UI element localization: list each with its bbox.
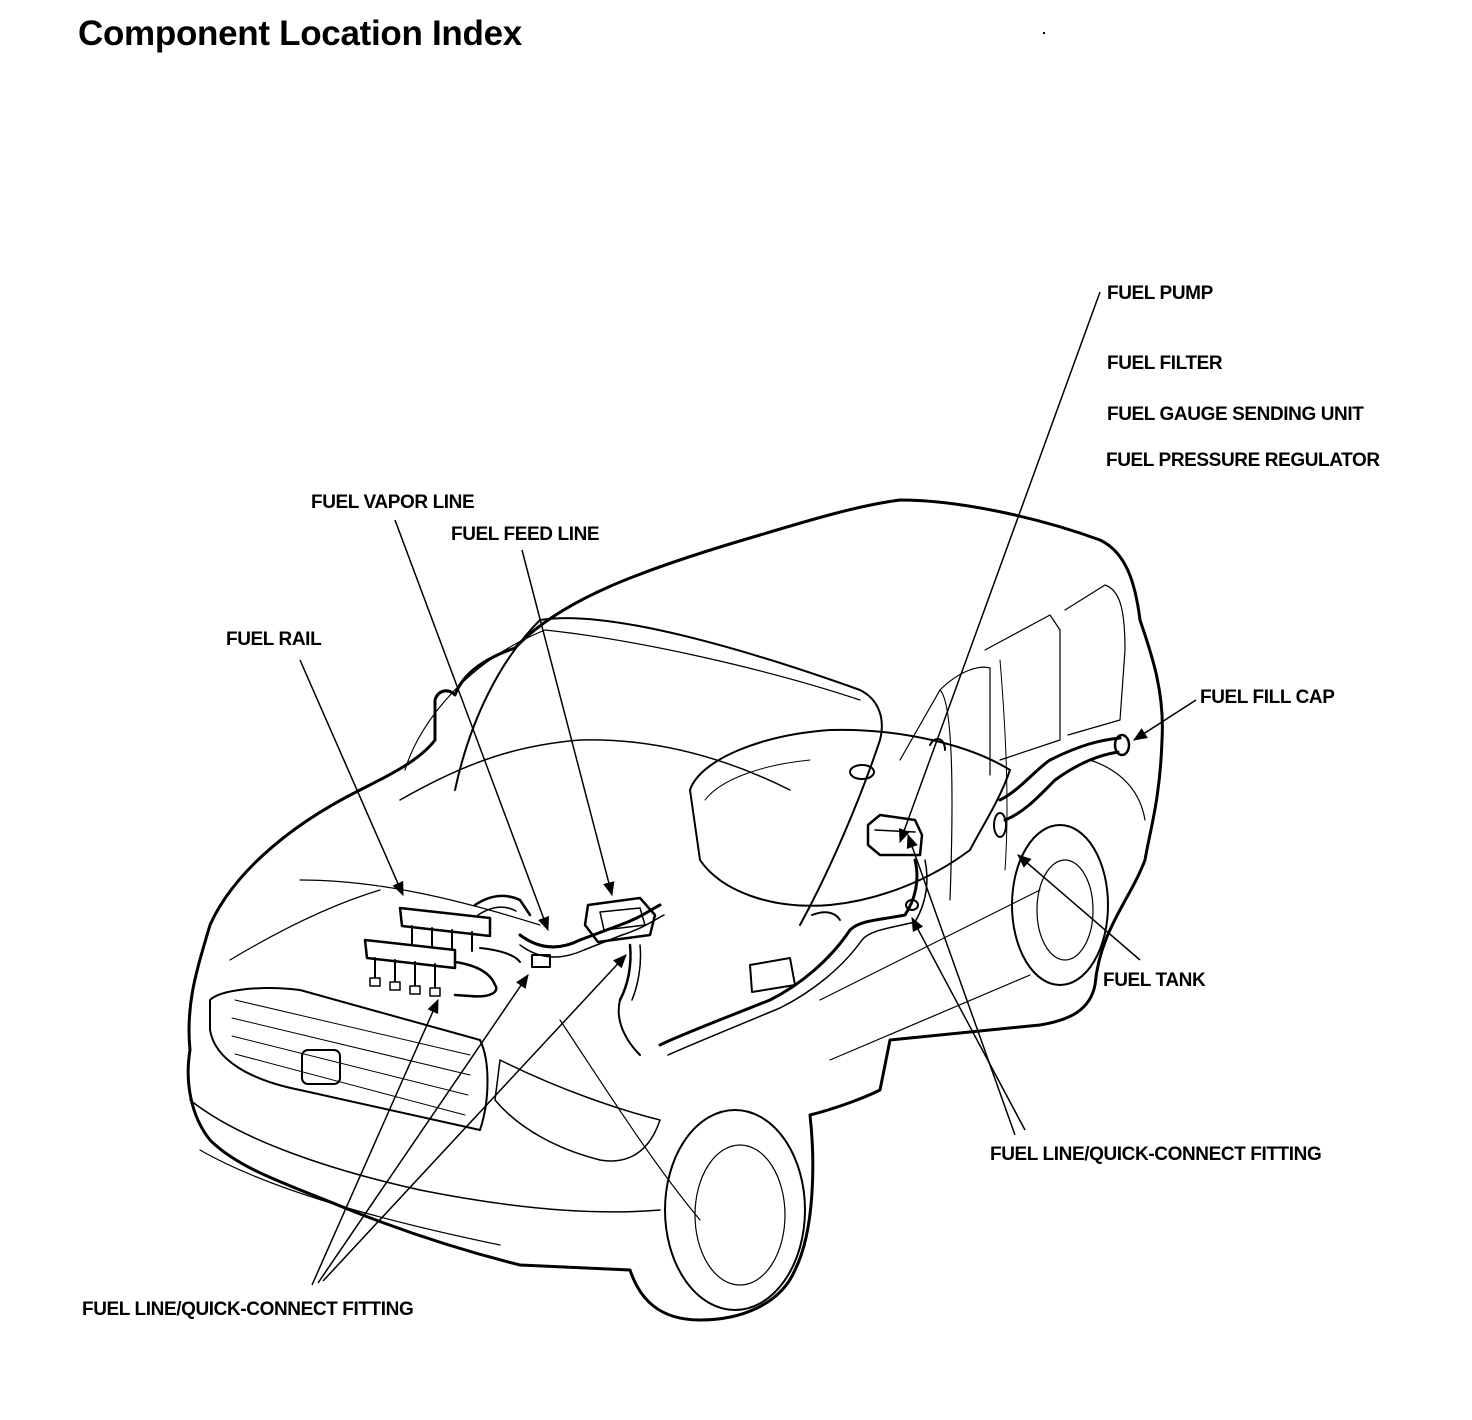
leader-fitting-front-3 [322,954,627,1282]
label-fuel-line-fitting-front: FUEL LINE/QUICK-CONNECT FITTING [82,1299,414,1320]
leader-fuel-pump [898,291,1101,844]
vehicle-outline [186,498,1164,1322]
label-fuel-pressure-regulator: FUEL PRESSURE REGULATOR [1106,450,1380,471]
label-fuel-feed-line: FUEL FEED LINE [451,524,600,545]
label-fuel-gauge-sending-unit: FUEL GAUGE SENDING UNIT [1107,404,1364,425]
leader-fuel-vapor-line [394,519,549,932]
label-fuel-filter: FUEL FILTER [1107,353,1223,374]
leader-fuel-tank [1017,854,1141,961]
leader-fitting-rear-1 [911,916,1026,1131]
page-title: Component Location Index [78,14,522,53]
label-fuel-line-fitting-rear: FUEL LINE/QUICK-CONNECT FITTING [990,1144,1322,1165]
label-fuel-tank: FUEL TANK [1103,970,1206,991]
label-fuel-vapor-line: FUEL VAPOR LINE [311,492,475,513]
leader-fuel-feed-line [521,549,615,897]
leader-fuel-fill-cap [1133,699,1197,741]
label-fuel-fill-cap: FUEL FILL CAP [1200,687,1335,708]
scan-speck [1043,32,1045,34]
leader-lines [299,291,1197,1286]
leader-fitting-front-1 [311,998,439,1286]
leader-fitting-front-2 [317,974,529,1284]
fuel-system-components [363,728,1131,1056]
leader-fitting-rear-2 [906,833,1016,1136]
label-fuel-rail: FUEL RAIL [226,629,322,650]
leader-fuel-rail [299,659,404,897]
label-fuel-pump: FUEL PUMP [1107,283,1213,304]
